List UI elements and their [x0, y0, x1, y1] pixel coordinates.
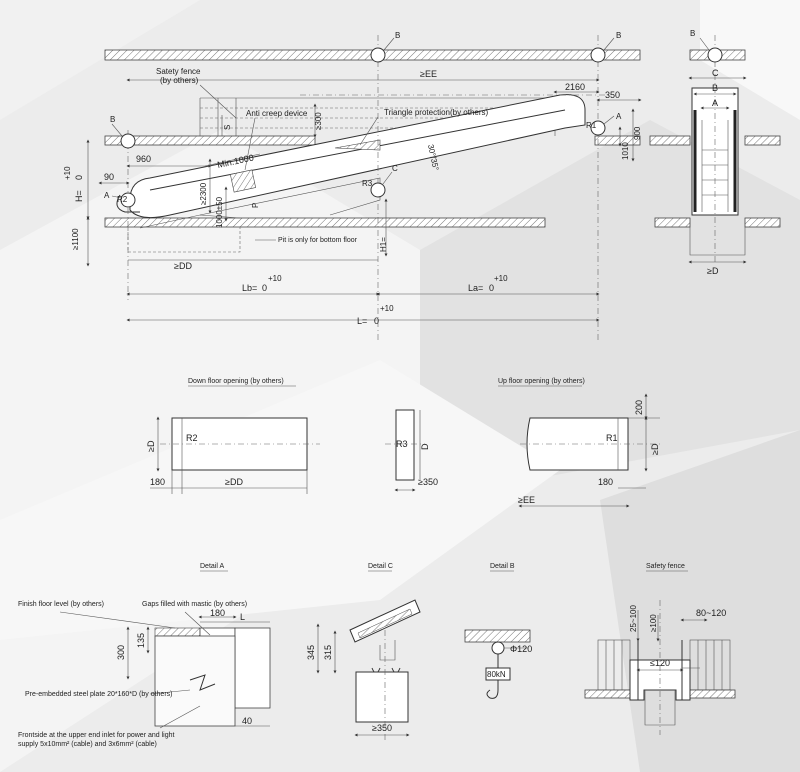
h-plus: +10 — [63, 166, 72, 180]
mid-dim-d: D — [420, 443, 430, 450]
label-a-right: A — [616, 112, 622, 121]
label-b-top-1: B — [395, 31, 400, 40]
upper-slab-left — [104, 135, 316, 146]
l-zero: 0 — [374, 316, 379, 326]
safety-fence-label: Satety fence — [156, 67, 201, 76]
down-dim-d: ≥D — [146, 440, 156, 452]
dim-dd: ≥DD — [174, 261, 192, 271]
detail-a-dim-300: 300 — [116, 645, 126, 660]
main-view-labels: B B B A A C Satety fence (by others) Ant… — [63, 31, 642, 326]
fence-dim-80-120: 80~120 — [696, 608, 726, 618]
up-dim-180: 180 — [598, 477, 613, 487]
lower-slab — [104, 217, 546, 228]
power-note-2: supply 5x10mm² (cable) and 3x6mm² (cable… — [18, 741, 157, 748]
l-plus: +10 — [380, 304, 394, 313]
dim-1100: ≥1100 — [71, 228, 80, 250]
up-dim-d: ≥D — [650, 443, 660, 455]
side-dim-a: A — [712, 98, 718, 108]
detail-c: Detail C 345 315 ≥350 — [306, 563, 421, 740]
up-dim-ee: ≥EE — [518, 495, 535, 505]
dim-p: P — [251, 203, 260, 208]
label-r3: R3 — [362, 179, 373, 188]
dim-350: 350 — [605, 90, 620, 100]
side-view — [649, 35, 781, 264]
down-dim-dd: ≥DD — [225, 477, 243, 487]
down-opening-title: Down floor opening (by others) — [188, 378, 284, 385]
detail-a-dim-40: 40 — [242, 716, 252, 726]
power-note-1: Frontside at the upper end inlet for pow… — [18, 732, 174, 739]
h-label: H= — [74, 190, 84, 202]
up-opening-title: Up floor opening (by others) — [498, 378, 585, 385]
dim-900: 900 — [633, 126, 642, 140]
side-dim-b: B — [712, 83, 718, 93]
fence-dim-120: ≤120 — [650, 658, 670, 668]
dim-300: ≥300 — [314, 112, 323, 130]
up-dim-200: 200 — [634, 400, 644, 415]
dim-1000-50: 1000±50 — [215, 196, 224, 228]
main-view — [86, 35, 642, 340]
fence-dim-25-100: 25~100 — [629, 605, 638, 632]
mid-r3: R3 — [396, 439, 408, 449]
dim-960: 960 — [136, 154, 151, 164]
fence-title: Safety fence — [646, 563, 685, 570]
la-plus: +10 — [494, 274, 508, 283]
lb-zero: 0 — [262, 283, 267, 293]
dim-ee: ≥EE — [420, 69, 437, 79]
down-floor-opening: Down floor opening (by others) R2 ≥D 180… — [146, 378, 320, 494]
detail-a-dim-180: 180 — [210, 608, 225, 618]
la-label: La= — [468, 283, 483, 293]
side-dim-c: C — [712, 68, 719, 78]
detail-b-title: Detail B — [490, 563, 515, 570]
gaps-note: Gaps filled with mastic (by others) — [142, 601, 247, 608]
detail-c-dim-315: 315 — [323, 645, 333, 660]
dim-2300: ≥2300 — [199, 182, 208, 205]
lb-label: Lb= — [242, 283, 257, 293]
label-r1: R1 — [586, 121, 597, 130]
safety-fence-by-others: (by others) — [160, 76, 199, 85]
detail-a-dim-l: L — [240, 612, 245, 622]
lb-plus: +10 — [268, 274, 282, 283]
up-floor-opening: Up floor opening (by others) R1 200 ≥D 1… — [498, 378, 660, 508]
dim-s: S — [223, 125, 232, 130]
triangle-label: Triangle protection(by others) — [384, 108, 489, 117]
dim-90: 90 — [104, 172, 114, 182]
detail-a: Detail A Finish floor level (by others) … — [18, 563, 271, 748]
label-a-left: A — [104, 191, 110, 200]
detail-c-dim-345: 345 — [306, 645, 316, 660]
dim-h1: H1= — [379, 237, 388, 252]
dim-1010: 1010 — [621, 142, 630, 160]
detail-c-title: Detail C — [368, 563, 393, 570]
detail-b: Detail B Φ120 80kN — [464, 563, 532, 699]
down-r2: R2 — [186, 433, 198, 443]
finish-floor-note: Finish floor level (by others) — [18, 601, 104, 608]
side-label-b: B — [690, 29, 695, 38]
h-zero: 0 — [74, 175, 84, 180]
detail-a-title: Detail A — [200, 563, 224, 570]
detail-b-load: 80kN — [487, 670, 506, 679]
fence-dim-100: ≥100 — [649, 614, 658, 632]
down-dim-180: 180 — [150, 477, 165, 487]
label-c: C — [392, 164, 398, 173]
side-dim-d: ≥D — [707, 266, 719, 276]
pit-note: Pit is only for bottom floor — [278, 237, 358, 244]
up-r1: R1 — [606, 433, 618, 443]
label-b-left: B — [110, 115, 115, 124]
dim-2160: 2160 — [565, 82, 585, 92]
la-zero: 0 — [489, 283, 494, 293]
plate-note: Pre-embedded steel plate 20*160*D (by ot… — [25, 691, 172, 698]
label-b-top-2: B — [616, 31, 621, 40]
l-label: L= — [357, 316, 367, 326]
mid-dim-350: ≥350 — [418, 477, 438, 487]
anti-creep-label: Anti creep device — [246, 109, 308, 118]
label-r2: R2 — [117, 195, 128, 204]
side-view-labels: B C B A ≥D — [690, 29, 719, 276]
detail-a-dim-135: 135 — [136, 633, 146, 648]
upper-slab-right — [594, 135, 641, 146]
detail-b-dia: Φ120 — [510, 644, 532, 654]
middle-opening: R3 D ≥350 — [385, 409, 438, 492]
detail-c-dim-350: ≥350 — [372, 723, 392, 733]
safety-fence-detail: Safety fence 25~100 ≥100 80~120 ≤120 — [584, 563, 736, 735]
